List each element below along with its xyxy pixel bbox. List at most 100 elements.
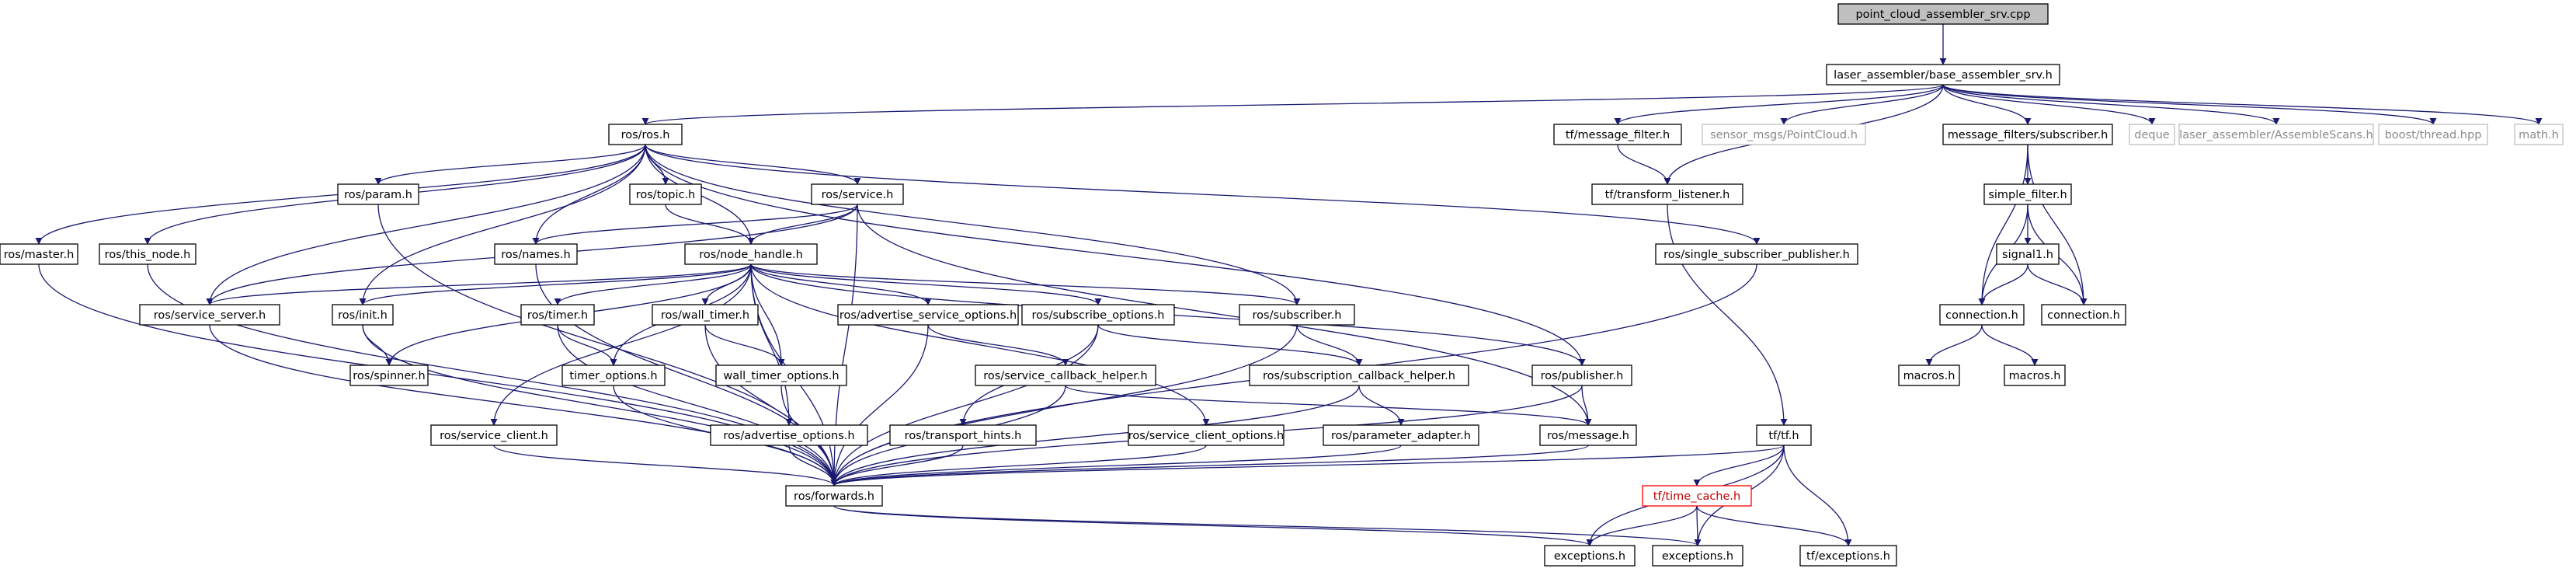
node-init[interactable]: ros/init.h — [332, 304, 394, 326]
node-sig1[interactable]: signal1.h — [1996, 243, 2060, 265]
node-box-fwd[interactable] — [785, 485, 883, 507]
node-box-bas[interactable] — [1826, 64, 2060, 85]
node-box-tftl[interactable] — [1591, 183, 1743, 205]
node-nh[interactable]: ros/node_handle.h — [684, 243, 818, 265]
node-scbh[interactable]: ros/service_callback_helper.h — [975, 364, 1156, 386]
node-ssp[interactable]: ros/single_subscriber_publisher.h — [1655, 243, 1858, 265]
node-box-rosros[interactable] — [608, 124, 683, 145]
node-root[interactable]: point_cloud_assembler_srv.cpp — [1837, 3, 2049, 25]
node-box-sclient[interactable] — [430, 424, 558, 446]
node-sserver[interactable]: ros/service_server.h — [139, 304, 280, 326]
node-master[interactable]: ros/master.h — [0, 243, 78, 265]
node-wtopt[interactable]: wall_timer_options.h — [715, 364, 847, 386]
node-thread[interactable]: boost/thread.hpp — [2378, 124, 2488, 145]
node-box-spinner[interactable] — [349, 364, 429, 386]
node-box-names[interactable] — [494, 243, 578, 265]
node-box-wtopt[interactable] — [715, 364, 847, 386]
node-box-param[interactable] — [337, 183, 419, 205]
node-tftl[interactable]: tf/transform_listener.h — [1591, 183, 1743, 205]
node-box-mac2[interactable] — [2004, 364, 2066, 386]
node-box-exc1[interactable] — [1544, 545, 1636, 567]
node-exc2[interactable]: exceptions.h — [1652, 545, 1743, 567]
node-sfilt[interactable]: simple_filter.h — [1983, 183, 2072, 205]
node-box-sensor[interactable] — [1702, 124, 1866, 145]
node-scopt[interactable]: ros/service_client_options.h — [1128, 424, 1285, 446]
node-subopt[interactable]: ros/subscribe_options.h — [1021, 304, 1175, 326]
node-mac2[interactable]: macros.h — [2004, 364, 2066, 386]
node-deque[interactable]: deque — [2129, 124, 2175, 145]
node-box-sfilt[interactable] — [1983, 183, 2072, 205]
node-subscriber[interactable]: ros/subscriber.h — [1239, 304, 1355, 326]
node-box-exc2[interactable] — [1652, 545, 1743, 567]
node-box-subscriber[interactable] — [1239, 304, 1355, 326]
node-param[interactable]: ros/param.h — [337, 183, 419, 205]
node-box-wtimer[interactable] — [652, 304, 759, 326]
node-message[interactable]: ros/message.h — [1539, 424, 1637, 446]
node-exc1[interactable]: exceptions.h — [1544, 545, 1636, 567]
node-box-timer[interactable] — [520, 304, 595, 326]
node-box-tftf[interactable] — [1756, 424, 1812, 446]
node-sclient[interactable]: ros/service_client.h — [430, 424, 558, 446]
node-box-sig1[interactable] — [1996, 243, 2060, 265]
node-box-tcache[interactable] — [1642, 485, 1752, 507]
node-bas[interactable]: laser_assembler/base_assembler_srv.h — [1826, 64, 2060, 85]
node-box-deque[interactable] — [2129, 124, 2175, 145]
node-box-advopt[interactable] — [710, 424, 868, 446]
node-box-init[interactable] — [332, 304, 394, 326]
node-box-lasc[interactable] — [2178, 124, 2374, 145]
node-box-aso[interactable] — [837, 304, 1019, 326]
node-subcbh[interactable]: ros/subscription_callback_helper.h — [1249, 364, 1469, 386]
node-box-root[interactable] — [1837, 3, 2049, 25]
node-lasc[interactable]: laser_assembler/AssembleScans.h — [2178, 124, 2374, 145]
node-box-topt[interactable] — [561, 364, 666, 386]
node-box-subcbh[interactable] — [1249, 364, 1469, 386]
node-box-thread[interactable] — [2378, 124, 2488, 145]
node-names[interactable]: ros/names.h — [494, 243, 578, 265]
node-topt[interactable]: timer_options.h — [561, 364, 666, 386]
node-box-mac1[interactable] — [1898, 364, 1960, 386]
node-mfsub[interactable]: message_filters/subscriber.h — [1942, 124, 2113, 145]
node-thints[interactable]: ros/transport_hints.h — [889, 424, 1037, 446]
node-mac1[interactable]: macros.h — [1898, 364, 1960, 386]
node-math[interactable]: math.h — [2514, 124, 2564, 145]
node-advopt[interactable]: ros/advertise_options.h — [710, 424, 868, 446]
node-tftf[interactable]: tf/tf.h — [1756, 424, 1812, 446]
node-box-conn2[interactable] — [2041, 304, 2126, 326]
node-box-thisnode[interactable] — [99, 243, 196, 265]
node-topic[interactable]: ros/topic.h — [629, 183, 702, 205]
node-timer[interactable]: ros/timer.h — [520, 304, 595, 326]
node-box-publisher[interactable] — [1531, 364, 1632, 386]
node-box-padapt[interactable] — [1323, 424, 1479, 446]
node-box-sserver[interactable] — [139, 304, 280, 326]
node-publisher[interactable]: ros/publisher.h — [1531, 364, 1632, 386]
node-box-scbh[interactable] — [975, 364, 1156, 386]
node-rosros[interactable]: ros/ros.h — [608, 124, 683, 145]
node-service[interactable]: ros/service.h — [811, 183, 904, 205]
node-fwd[interactable]: ros/forwards.h — [785, 485, 883, 507]
node-box-conn1[interactable] — [1939, 304, 2025, 326]
node-box-mfsub[interactable] — [1942, 124, 2113, 145]
node-tfmf[interactable]: tf/message_filter.h — [1553, 124, 1682, 145]
node-aso[interactable]: ros/advertise_service_options.h — [837, 304, 1019, 326]
node-box-subopt[interactable] — [1021, 304, 1175, 326]
node-box-topic[interactable] — [629, 183, 702, 205]
node-spinner[interactable]: ros/spinner.h — [349, 364, 429, 386]
node-padapt[interactable]: ros/parameter_adapter.h — [1323, 424, 1479, 446]
node-thisnode[interactable]: ros/this_node.h — [99, 243, 196, 265]
node-box-master[interactable] — [0, 243, 78, 265]
node-box-thints[interactable] — [889, 424, 1037, 446]
node-conn2[interactable]: connection.h — [2041, 304, 2126, 326]
node-box-nh[interactable] — [684, 243, 818, 265]
node-box-math[interactable] — [2514, 124, 2564, 145]
node-box-service[interactable] — [811, 183, 904, 205]
node-box-ssp[interactable] — [1655, 243, 1858, 265]
node-wtimer[interactable]: ros/wall_timer.h — [652, 304, 759, 326]
node-box-message[interactable] — [1539, 424, 1637, 446]
node-box-tfexc[interactable] — [1799, 545, 1897, 567]
node-box-scopt[interactable] — [1128, 424, 1285, 446]
node-box-tfmf[interactable] — [1553, 124, 1682, 145]
node-conn1[interactable]: connection.h — [1939, 304, 2025, 326]
node-sensor[interactable]: sensor_msgs/PointCloud.h — [1702, 124, 1866, 145]
node-tcache[interactable]: tf/time_cache.h — [1642, 485, 1752, 507]
node-tfexc[interactable]: tf/exceptions.h — [1799, 545, 1897, 567]
